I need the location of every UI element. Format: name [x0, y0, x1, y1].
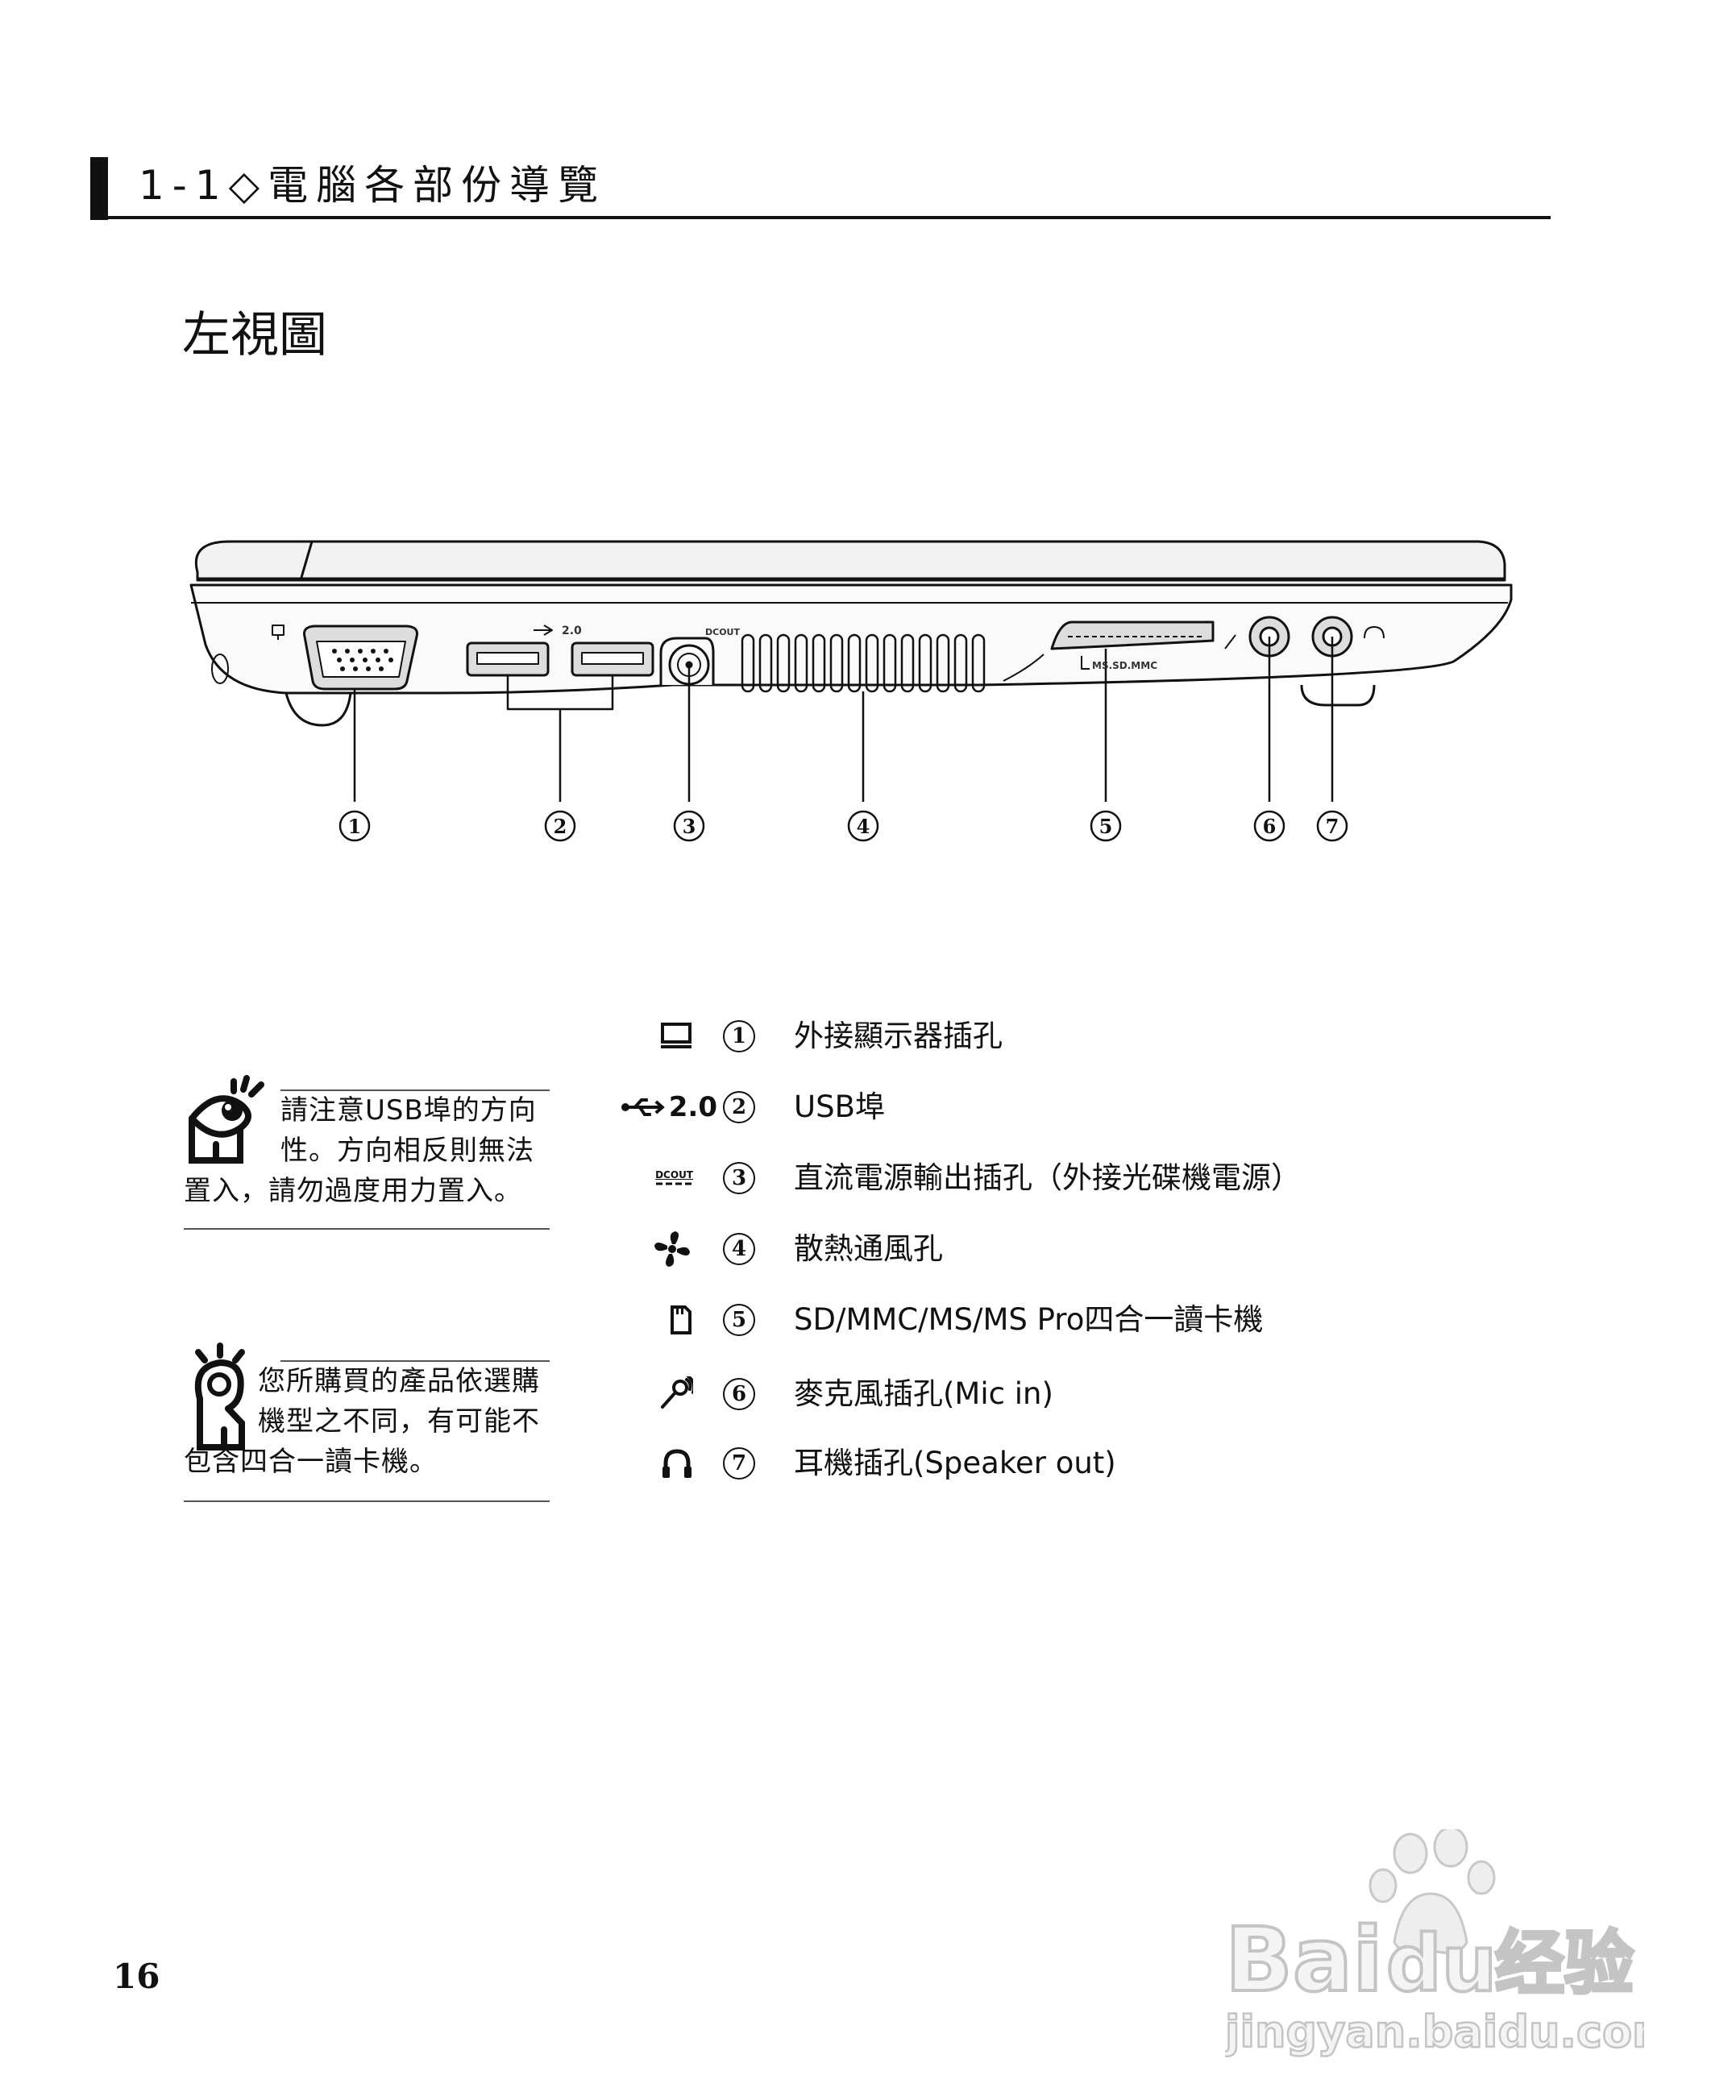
fan-icon [645, 1223, 693, 1275]
legend-label: 耳機插孔(Speaker out) [794, 1446, 1116, 1480]
legend-number: 7 [723, 1447, 755, 1480]
chapter-title: 1-1◇電腦各部份導覽 [139, 162, 607, 209]
ventilation-slots [741, 633, 986, 693]
legend-number: 3 [723, 1162, 755, 1194]
note-line: 機型之不同，有可能不 [258, 1405, 540, 1438]
note-rule [184, 1228, 550, 1230]
page-heading: 左視圖 [182, 307, 327, 363]
card-reader-label: MS.SD.MMC [1092, 660, 1157, 671]
note-card-reader-option: 您所購買的產品依選購 機型之不同，有可能不 包含四合一讀卡機。 [184, 1343, 550, 1567]
svg-text:1: 1 [348, 815, 362, 838]
legend-label: SD/MMC/MS/MS Pro四合一讀卡機 [794, 1302, 1264, 1337]
laptop-lid [195, 540, 1506, 582]
legend-item-headphone: 7 耳機插孔(Speaker out) [0, 1438, 1116, 1489]
callout-3: 3 [673, 810, 705, 842]
legend-label: 外接顯示器插孔 [794, 1019, 1003, 1053]
legend-item-dc-out: DCOUT 3 直流電源輸出插孔（外接光碟機電源） [0, 1152, 1301, 1204]
legend-item-mic: 6 麥克風插孔(Mic in) [0, 1368, 1053, 1420]
usb-icon-version: 2.0 [668, 1091, 717, 1123]
legend-label: 散熱通風孔 [794, 1231, 943, 1266]
svg-text:jingyan.baidu.com: jingyan.baidu.com [1225, 2007, 1644, 2057]
legend-number: 6 [723, 1378, 755, 1410]
callout-5: 5 [1090, 810, 1122, 842]
note-line: 您所購買的產品依選購 [258, 1365, 540, 1397]
dc-out-icon: DCOUT [645, 1152, 693, 1204]
svg-text:4: 4 [857, 815, 870, 838]
legend-number: 1 [723, 1020, 755, 1052]
usb-icon: 2.0 [621, 1081, 717, 1133]
svg-text:7: 7 [1326, 815, 1339, 838]
card-reader-icon [645, 1294, 693, 1346]
legend-label: USB埠 [794, 1089, 885, 1124]
note-line: 包含四合一讀卡機。 [184, 1446, 438, 1478]
legend-number: 2 [723, 1091, 755, 1123]
svg-text:3: 3 [683, 815, 696, 838]
legend-item-vga: 1 外接顯示器插孔 [0, 1011, 1003, 1062]
svg-text:2: 2 [554, 815, 567, 838]
eye-note-icon [189, 1075, 264, 1164]
baidu-watermark-logo: Bai du 经验 jingyan.baidu.com [1225, 1829, 1644, 2058]
lightbulb-note-icon [194, 1343, 245, 1450]
note-line: 性。方向相反則無法 [280, 1135, 534, 1167]
header-bar [90, 157, 108, 220]
legend-label: 直流電源輸出插孔（外接光碟機電源） [794, 1160, 1301, 1195]
note-rule [184, 1500, 550, 1502]
callout-6: 6 [1253, 810, 1285, 842]
note-usb-direction: 請注意USB埠的方向 性。方向相反則無法 置入，請勿過度用力置入。 [184, 1075, 550, 1296]
laptop-left-side-figure: 2.0 DCOUT MS.SD.MMC 1 2 3 4 5 6 7 [189, 540, 1513, 842]
legend-item-usb: 2.0 2 USB埠 [0, 1081, 885, 1133]
note-rule [280, 1360, 550, 1362]
header-rule [90, 216, 1551, 219]
page-number: 16 [113, 1957, 160, 1996]
dc-out-icon-label: DCOUT [655, 1169, 693, 1181]
callout-7: 7 [1316, 810, 1348, 842]
callout-2: 2 [544, 810, 576, 842]
legend-number: 5 [723, 1304, 755, 1336]
microphone-icon [645, 1368, 693, 1420]
note-rule [280, 1089, 550, 1091]
svg-text:5: 5 [1099, 815, 1113, 838]
svg-text:Bai: Bai [1225, 1908, 1383, 2011]
note-line: 請注意USB埠的方向 [280, 1094, 537, 1127]
svg-text:6: 6 [1263, 815, 1277, 838]
dcout-label: DCOUT [705, 627, 740, 637]
note-line: 置入，請勿過度用力置入。 [184, 1175, 522, 1207]
svg-text:du: du [1386, 1919, 1497, 2009]
legend-item-vent: 4 散熱通風孔 [0, 1223, 943, 1275]
legend-number: 4 [723, 1233, 755, 1265]
svg-text:经验: 经验 [1495, 1924, 1634, 2004]
legend-item-card-reader: 5 SD/MMC/MS/MS Pro四合一讀卡機 [0, 1294, 1263, 1346]
monitor-icon [645, 1011, 693, 1062]
legend-label: 麥克風插孔(Mic in) [794, 1376, 1053, 1411]
callout-1: 1 [338, 810, 371, 842]
usb-version-label: 2.0 [562, 625, 582, 637]
callout-4: 4 [847, 810, 879, 842]
dc-out-port [659, 637, 715, 686]
usb-ports [466, 625, 654, 677]
headphone-icon [645, 1438, 693, 1489]
card-reader-slot [1003, 620, 1215, 682]
